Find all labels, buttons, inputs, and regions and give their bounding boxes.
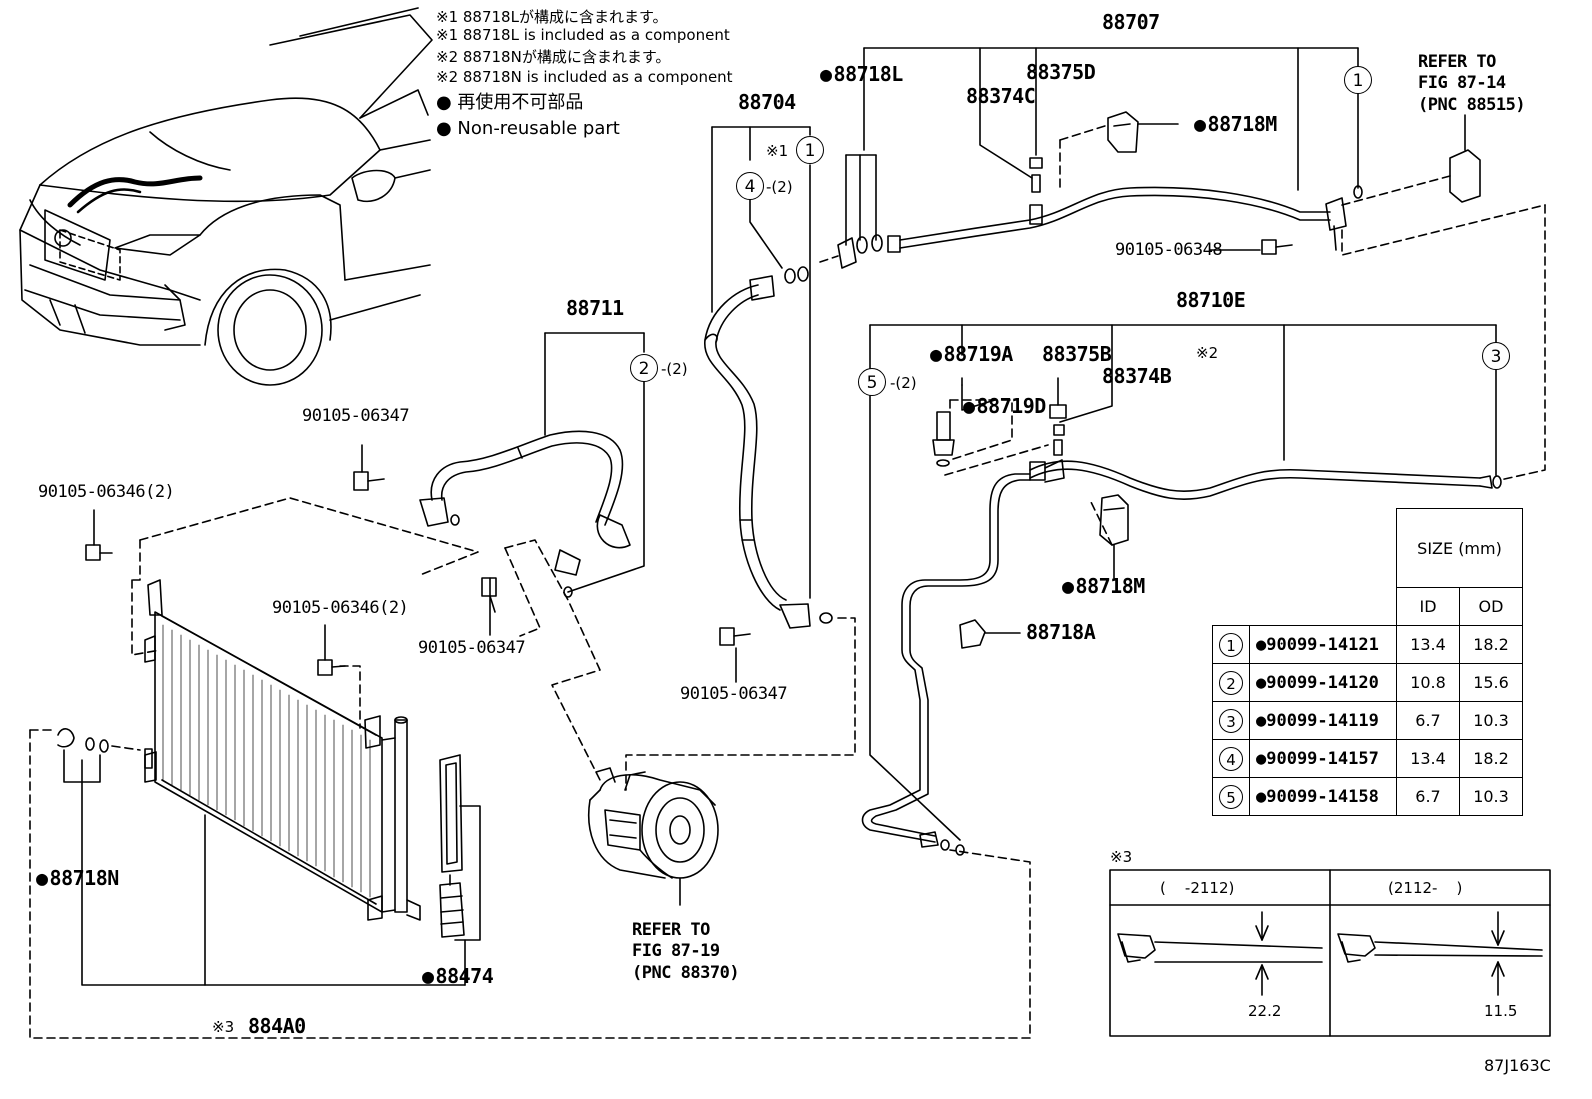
label-88375D: 88375D xyxy=(1026,60,1096,84)
table-row-od: 18.2 xyxy=(1459,625,1523,664)
note-nonreusable-en: ● Non-reusable part xyxy=(436,118,620,139)
label-88375B: 88375B xyxy=(1042,342,1112,366)
callout-5: 5 xyxy=(858,368,886,396)
label-88719D: 88719D xyxy=(963,396,1047,416)
note-1-en: ※1 88718L is included as a component xyxy=(436,26,730,44)
callout-3: 3 xyxy=(1482,342,1510,370)
table-row-id: 13.4 xyxy=(1396,739,1460,778)
table-row: 1 ●90099-14121 13.4 18.2 xyxy=(1212,625,1523,664)
table-row-number: 4 xyxy=(1219,746,1243,771)
callout-1-mid: 1 xyxy=(796,136,824,164)
refer-fig-87-14: REFER TO FIG 87-14 (PNC 88515) xyxy=(1418,52,1526,115)
detail-mark-3: ※3 xyxy=(1110,848,1133,866)
pipe-88710E xyxy=(861,324,1502,856)
note-2-jp: ※2 88718Nが構成に含まれます。 xyxy=(436,48,671,66)
dashed-guides-top xyxy=(819,124,1546,481)
compressor xyxy=(588,767,719,906)
size-table-col-id: ID xyxy=(1396,587,1460,626)
label-90105-06347-a: 90105-06347 xyxy=(302,406,410,426)
table-row: 2 ●90099-14120 10.8 15.6 xyxy=(1212,663,1523,702)
table-row-od: 15.6 xyxy=(1459,663,1523,702)
label-mark-2: ※2 xyxy=(1196,344,1219,362)
dashed-guides-88704 xyxy=(625,617,856,791)
figure-code: 87J163C xyxy=(1484,1056,1551,1075)
table-row-od: 18.2 xyxy=(1459,739,1523,778)
label-88374C: 88374C xyxy=(966,84,1036,108)
size-table-title: SIZE (mm) xyxy=(1396,508,1523,588)
table-row-id: 6.7 xyxy=(1396,701,1460,740)
table-row-part: ●90099-14121 xyxy=(1249,625,1397,664)
label-90105-06347-c: 90105-06347 xyxy=(680,684,788,704)
detail-right-range: (2112- ) xyxy=(1388,879,1463,897)
label-88718L: 88718L xyxy=(820,64,904,84)
label-88718M-mid: 88718M xyxy=(1062,576,1146,596)
hose-88711 xyxy=(353,332,645,636)
table-row: 5 ●90099-14158 6.7 10.3 xyxy=(1212,777,1523,816)
label-90105-06346-b: 90105-06346(2) xyxy=(272,598,409,618)
table-row-part: ●90099-14120 xyxy=(1249,663,1397,702)
label-mark-1: ※1 xyxy=(766,142,789,160)
detail-box xyxy=(1109,869,1551,1037)
label-mark-3: ※3 xyxy=(212,1018,235,1036)
table-row-od: 10.3 xyxy=(1459,777,1523,816)
table-row: 4 ●90099-14157 13.4 18.2 xyxy=(1212,739,1523,778)
note-1-jp: ※1 88718Lが構成に含まれます。 xyxy=(436,8,668,26)
table-row-number: 2 xyxy=(1219,670,1243,695)
dashed-guides-88711 xyxy=(131,497,601,781)
table-row-id: 6.7 xyxy=(1396,777,1460,816)
table-row-id: 13.4 xyxy=(1396,625,1460,664)
vehicle-illustration xyxy=(19,7,433,386)
label-88718A: 88718A xyxy=(1026,620,1096,644)
dashed-guides-condenser xyxy=(29,665,1031,1039)
callout-4: 4 xyxy=(736,172,764,200)
callout-2: 2 xyxy=(630,354,658,382)
table-row: 3 ●90099-14119 6.7 10.3 xyxy=(1212,701,1523,740)
detail-right-dimension: 11.5 xyxy=(1484,1002,1518,1020)
label-90105-06347-b: 90105-06347 xyxy=(418,638,526,658)
table-row-number: 5 xyxy=(1219,784,1243,809)
label-90105-06346-a: 90105-06346(2) xyxy=(38,482,175,502)
table-row-part: ●90099-14119 xyxy=(1249,701,1397,740)
pipe-88707 xyxy=(837,47,1481,269)
condenser-884A0 xyxy=(57,509,481,986)
label-90105-06348: 90105-06348 xyxy=(1115,240,1223,260)
label-884A0: 884A0 xyxy=(248,1014,306,1038)
refer-fig-87-19: REFER TO FIG 87-19 (PNC 88370) xyxy=(632,920,740,983)
label-88711: 88711 xyxy=(566,296,624,320)
label-88718N: 88718N xyxy=(36,868,120,888)
label-88374B: 88374B xyxy=(1102,364,1172,388)
hose-88704 xyxy=(704,126,833,683)
detail-left-dimension: 22.2 xyxy=(1248,1002,1282,1020)
table-row-part: ●90099-14157 xyxy=(1249,739,1397,778)
callout-2-qty: -(2) xyxy=(661,360,688,378)
note-nonreusable-jp: ● 再使用不可部品 xyxy=(436,92,584,113)
table-row-id: 10.8 xyxy=(1396,663,1460,702)
label-88718M-top: 88718M xyxy=(1194,114,1278,134)
callout-5-qty: -(2) xyxy=(890,374,917,392)
table-row-number: 1 xyxy=(1219,632,1243,657)
callout-1-top: 1 xyxy=(1344,66,1372,94)
dashed-guides-88710E xyxy=(944,399,1113,546)
callout-4-qty: -(2) xyxy=(766,178,793,196)
size-table-col-od: OD xyxy=(1459,587,1523,626)
label-88704: 88704 xyxy=(738,90,796,114)
table-row-od: 10.3 xyxy=(1459,701,1523,740)
label-88710E: 88710E xyxy=(1176,288,1246,312)
label-88474: 88474 xyxy=(422,966,494,986)
note-2-en: ※2 88718N is included as a component xyxy=(436,68,733,86)
table-row-number: 3 xyxy=(1219,708,1243,733)
oring-size-table: SIZE (mm) ID OD 1 ●90099-14121 13.4 18.2… xyxy=(1212,508,1523,816)
table-row-part: ●90099-14158 xyxy=(1249,777,1397,816)
label-88707: 88707 xyxy=(1102,10,1160,34)
label-88719A: 88719A xyxy=(930,344,1014,364)
detail-left-range: ( -2112) xyxy=(1160,879,1235,897)
